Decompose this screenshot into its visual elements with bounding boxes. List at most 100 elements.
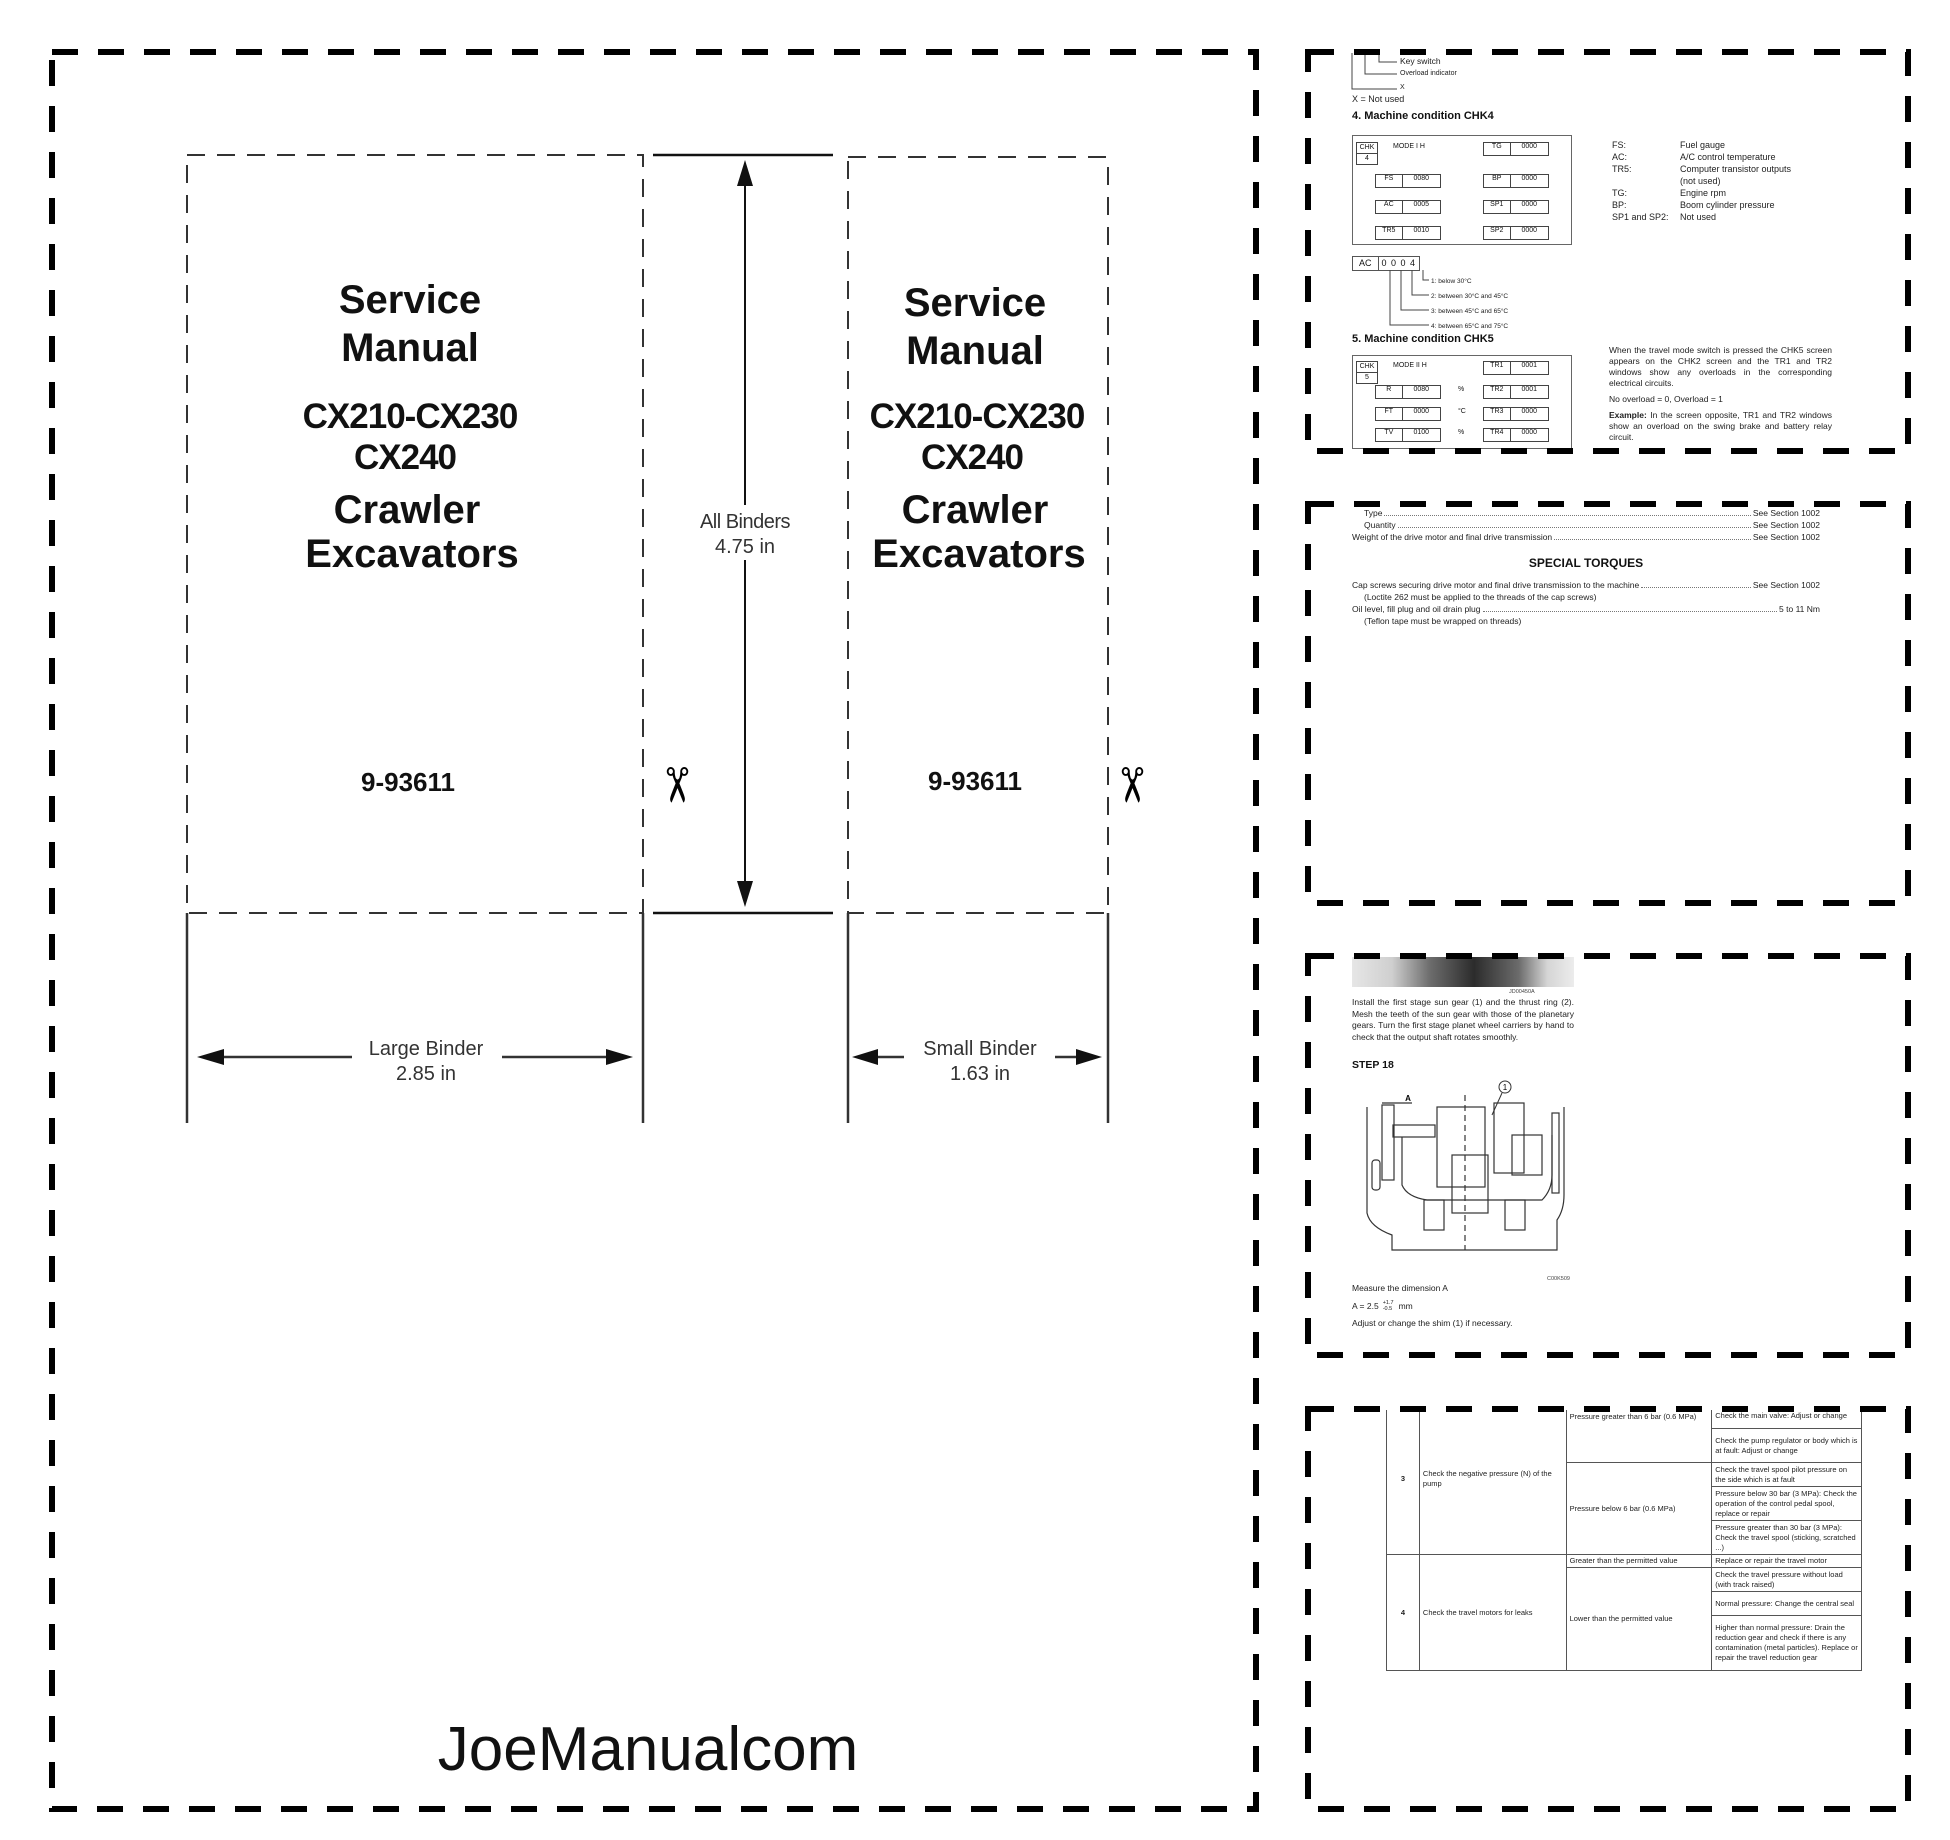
arrow-right-icon xyxy=(1076,1049,1102,1065)
ac-value: 0 0 0 4 xyxy=(1381,258,1417,268)
condition-cell: Pressure below 6 bar (0.6 MPa) xyxy=(1565,1462,1713,1555)
arrow-left-icon xyxy=(852,1049,878,1065)
install-paragraph: Install the first stage sun gear (1) and… xyxy=(1352,997,1574,1042)
cover-type-1: Crawler xyxy=(334,488,481,532)
action-cell: Higher than normal pressure: Drain the r… xyxy=(1711,1615,1862,1671)
scissors-icon: ✂ xyxy=(1104,765,1157,805)
small-binder-value: 1.63 in xyxy=(950,1063,1010,1085)
cell-value: 0000 xyxy=(1521,175,1538,182)
cell-value: 0001 xyxy=(1521,362,1538,369)
heading-chk4: 4. Machine condition CHK4 xyxy=(1352,110,1494,122)
torque-note: (Loctite 262 must be applied to the thre… xyxy=(1364,592,1597,602)
ac-option: 1: below 30°C xyxy=(1431,278,1472,285)
small-binder-label: Small Binder xyxy=(923,1038,1037,1060)
arrow-left-icon xyxy=(197,1049,224,1065)
tolerance-minus: -0.5 xyxy=(1382,1306,1393,1312)
cover-title-2: Manual xyxy=(906,329,1044,373)
action-cell: Replace or repair the travel motor xyxy=(1711,1554,1862,1568)
large-binder-label: Large Binder xyxy=(369,1038,484,1060)
torque-label: Oil level, fill plug and oil drain plug xyxy=(1352,604,1481,614)
troubleshooting-table: 3 Check the negative pressure (N) of the… xyxy=(1386,1410,1862,1671)
preview-panel-troubleshooting: 3 Check the negative pressure (N) of the… xyxy=(1309,1410,1907,1807)
cover-title-1: Service xyxy=(904,281,1046,325)
cover-type-1: Crawler xyxy=(902,488,1049,532)
legend-key: BP: xyxy=(1612,200,1627,210)
table-row: 3 Check the negative pressure (N) of the… xyxy=(1386,1410,1862,1555)
all-binders-label: All Binders xyxy=(700,511,791,533)
callout-overload: Overload indicator xyxy=(1400,70,1457,77)
callout-1: 1 xyxy=(1503,1083,1508,1092)
cell-key: TR2 xyxy=(1484,386,1511,398)
cell-value: 0000 xyxy=(1413,408,1430,415)
callout-a: A xyxy=(1405,1094,1411,1103)
row-number: 4 xyxy=(1386,1554,1420,1671)
chk-label: CHK xyxy=(1357,143,1377,154)
arrow-right-icon xyxy=(606,1049,633,1065)
cell-value: 0005 xyxy=(1413,201,1430,208)
cell-value: 0010 xyxy=(1413,227,1430,234)
cell-value: 0000 xyxy=(1521,227,1538,234)
dimension-formula: A = 2.5 +1.7-0.5 mm xyxy=(1352,1300,1413,1312)
chk-label: CHK xyxy=(1357,362,1377,373)
cell-value: 0080 xyxy=(1413,386,1430,393)
unit-label: % xyxy=(1458,429,1465,436)
action-cell: Check the pump regulator or body which i… xyxy=(1711,1428,1862,1463)
cell-value: 0000 xyxy=(1521,201,1538,208)
legend-value: Engine rpm xyxy=(1680,188,1727,198)
chk-number: 4 xyxy=(1365,155,1369,162)
cover-part-number: 9-93611 xyxy=(928,766,1022,796)
step-heading: STEP 18 xyxy=(1352,1059,1394,1071)
condition-cell: Lower than the permitted value xyxy=(1565,1567,1713,1671)
cell-key: TR5 xyxy=(1376,227,1403,239)
cell-value: 0000 xyxy=(1521,408,1538,415)
condition-cell: Greater than the permitted value xyxy=(1565,1554,1713,1568)
unit-label: % xyxy=(1458,386,1465,393)
legend-value: Boom cylinder pressure xyxy=(1680,200,1775,210)
arrow-up-icon xyxy=(737,160,753,186)
measure-text: Measure the dimension A xyxy=(1352,1283,1448,1293)
cover-title-1: Service xyxy=(339,278,481,322)
spec-label: Type xyxy=(1364,508,1383,518)
large-cover-text: Service Manual CX210-CX230 CX240 Crawler… xyxy=(303,278,519,797)
legend-value: A/C control temperature xyxy=(1680,152,1776,162)
cover-type-2: Excavators xyxy=(872,532,1085,576)
ac-option: 4: between 65°C and 75°C xyxy=(1431,323,1509,330)
spec-value: See Section 1002 xyxy=(1752,532,1820,542)
scissors-icon: ✂ xyxy=(649,765,702,805)
arrow-down-icon xyxy=(737,881,753,907)
photo-code: JD00450A xyxy=(1509,989,1535,995)
legend-key: SP1 and SP2: xyxy=(1612,212,1669,222)
legend-value: Fuel gauge xyxy=(1680,140,1726,150)
condition-cell: Pressure greater than 6 bar (0.6 MPa) xyxy=(1565,1410,1713,1463)
large-binder-value: 2.85 in xyxy=(396,1063,456,1085)
cell-value: 0000 xyxy=(1521,429,1538,436)
table-row: 4 Check the travel motors for leaks Grea… xyxy=(1386,1554,1862,1671)
cell-key: TG xyxy=(1484,143,1511,155)
legend-value: Computer transistor outputs (not used) xyxy=(1680,164,1792,186)
cover-models-1: CX210-CX230 xyxy=(870,397,1085,436)
callout-x: X xyxy=(1400,84,1405,91)
drawing-code: C00K509 xyxy=(1547,1276,1570,1282)
ac-code-box: AC 0 0 0 4 xyxy=(1352,256,1421,271)
mode-label: MODE II H xyxy=(1393,362,1427,369)
cell-key: FS xyxy=(1376,175,1403,187)
cell-value: 0001 xyxy=(1521,386,1538,393)
legend-key: TR5: xyxy=(1612,164,1632,174)
action-cell: Check the travel spool pilot pressure on… xyxy=(1711,1462,1862,1487)
legend-key: AC: xyxy=(1612,152,1628,162)
cover-models-1: CX210-CX230 xyxy=(303,397,518,436)
cell-key: FT xyxy=(1376,408,1403,420)
cover-models-2: CX240 xyxy=(354,438,457,477)
legend-key: TG: xyxy=(1612,188,1627,198)
cell-key: BP xyxy=(1484,175,1511,187)
torque-list: Cap screws securing drive motor and fina… xyxy=(1352,579,1832,627)
not-used-note: X = Not used xyxy=(1352,94,1405,104)
row-number: 3 xyxy=(1386,1410,1420,1555)
spec-label: Quantity xyxy=(1364,520,1396,530)
